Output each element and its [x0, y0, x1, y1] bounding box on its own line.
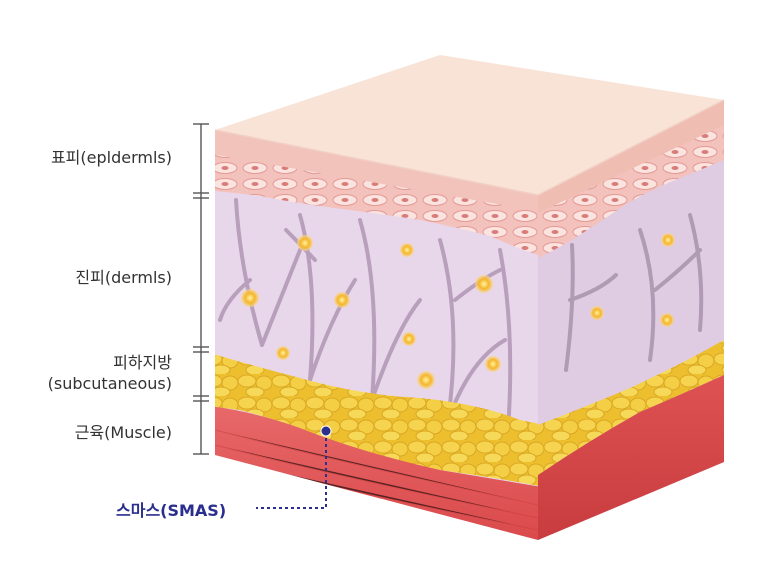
- smas-marker: [256, 425, 332, 509]
- label-subcutaneous-en: (subcutaneous): [47, 374, 172, 393]
- label-subcutaneous-ko: 피하지방: [113, 353, 172, 372]
- label-muscle: 근육(Muscle): [74, 423, 172, 442]
- blood-vessels-right: [564, 213, 704, 372]
- muscle-fibers-front: [215, 429, 538, 531]
- label-epidermis: 표피(epldermls): [50, 148, 172, 167]
- label-dermis: 진피(dermls): [75, 268, 172, 287]
- top-face: [215, 55, 724, 195]
- label-smas: 스마스(SMAS): [116, 501, 227, 520]
- dermal-cells: [241, 233, 675, 389]
- layer-bracket: [193, 123, 209, 455]
